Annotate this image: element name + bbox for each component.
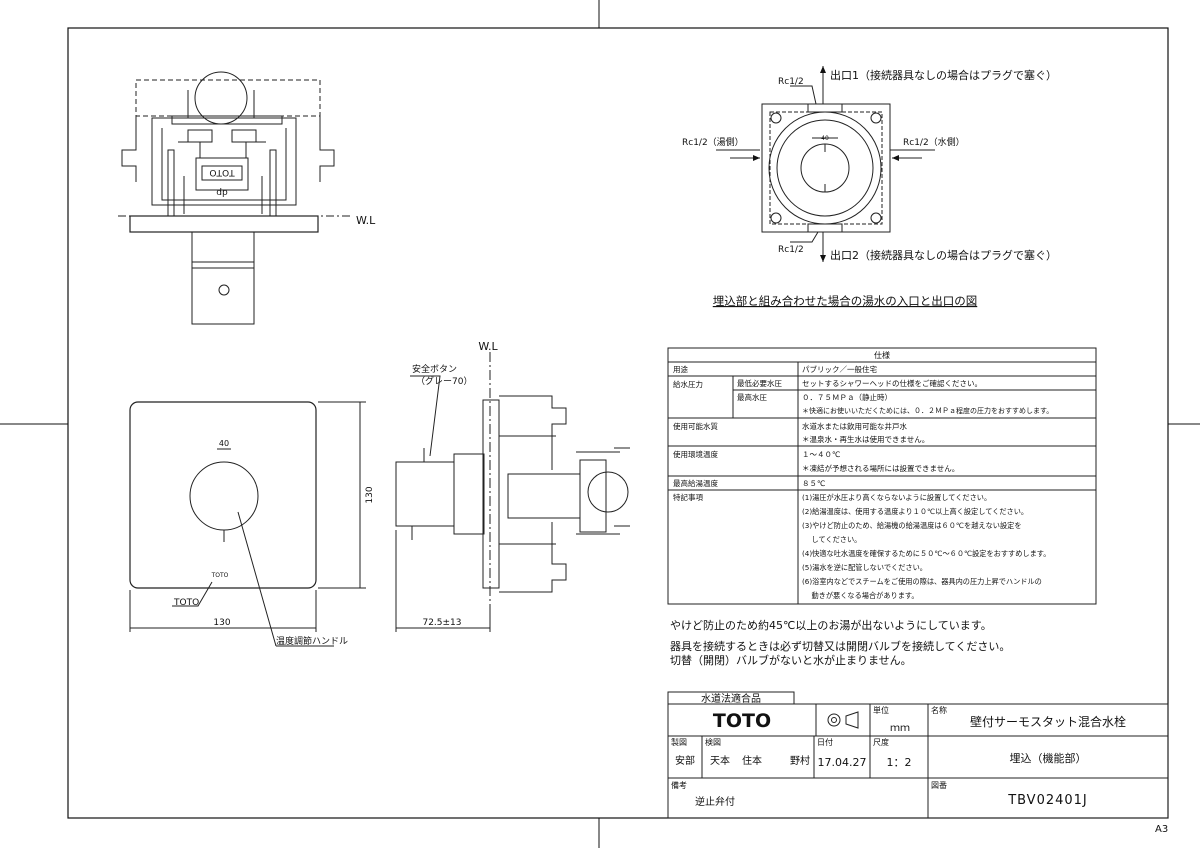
remarks-label: 備考 xyxy=(671,780,687,790)
spec-label: 特記事項 xyxy=(673,492,703,502)
date-label: 日付 xyxy=(817,737,833,747)
checked-label: 検図 xyxy=(705,737,721,747)
spec-value: ＊温泉水・再生水は使用できません。 xyxy=(802,434,929,444)
side-view xyxy=(395,352,630,632)
certification-label: 水道法適合品 xyxy=(701,692,761,705)
spec-table xyxy=(667,347,1097,605)
drawn-name: 安部 xyxy=(675,754,695,767)
spec-label: 使用環境温度 xyxy=(673,449,718,459)
spec-value: (5)湯水を逆に配管しないでください。 xyxy=(802,563,927,572)
dimension-width: 130 xyxy=(213,618,230,628)
scale-label: 尺度 xyxy=(873,737,889,747)
port-right-label: Rc1/2（水側） xyxy=(903,136,965,148)
spec-value: 水道水または飲用可能な井戸水 xyxy=(802,421,907,431)
spec-value: １～４０℃ xyxy=(802,450,840,459)
handle-leader-label: 温度調節ハンドル xyxy=(276,635,348,647)
port-diagram-caption: 埋込部と組み合わせた場合の湯水の入口と出口の図 xyxy=(713,294,978,308)
port-top-label: Rc1/2 xyxy=(778,77,804,87)
spec-value: (6)浴室内などでスチームをご使用の際は、器具内の圧力上昇でハンドルの xyxy=(802,577,1042,586)
spec-sublabel: 最高水圧 xyxy=(737,392,767,402)
unit-label: 単位 xyxy=(873,705,889,715)
note-scald: やけど防止のため約45℃以上のお湯が出ないようにしています。 xyxy=(670,618,992,632)
remarks-value: 逆止弁付 xyxy=(695,795,735,808)
checked-name-b: 住本 xyxy=(742,754,762,767)
product-name: 壁付サーモスタット混合水栓 xyxy=(970,714,1126,729)
drawn-label: 製図 xyxy=(671,737,687,747)
dial-mark-port: 40 xyxy=(821,135,829,142)
spec-value: (3)やけど防止のため、給湯機の給湯温度は６０℃を越えない設定を xyxy=(802,521,1022,530)
note-valve-2: 切替（開閉）バルブがないと水が止まりません。 xyxy=(670,653,912,667)
spec-value: 動きが悪くなる場合があります。 xyxy=(802,591,919,600)
checked-name-c: 野村 xyxy=(790,754,810,767)
port-bottom-label: Rc1/2 xyxy=(778,245,804,255)
spec-value: (2)給湯温度は、使用する温度より１０℃以上高く設定してください。 xyxy=(802,507,1028,516)
spec-value: セットするシャワーヘッドの仕様をご確認ください。 xyxy=(802,378,982,388)
water-line-label-side: W.L xyxy=(478,340,498,353)
sheet-size-label: A3 xyxy=(1155,824,1168,835)
spec-label: 用途 xyxy=(673,364,688,374)
spec-value: (4)快適な吐水温度を確保するために５０℃～６０℃設定をおすすめします。 xyxy=(802,549,1050,558)
front-dial-value: 40 xyxy=(219,439,229,448)
spec-value: してください。 xyxy=(802,535,861,544)
title-block xyxy=(667,691,1169,819)
toto-leader-label: TOTO xyxy=(173,598,199,608)
port-diagram xyxy=(716,66,935,262)
block-label-dp: dp xyxy=(216,187,228,197)
spec-value: (1)湯圧が水圧より高くならないように設置してください。 xyxy=(802,493,991,502)
title-brand-logo: TOTO xyxy=(713,710,771,732)
dimension-depth: 72.5±13 xyxy=(422,618,461,628)
spec-value: パブリック／一般住宅 xyxy=(802,364,877,374)
safety-button-color: （グレー70） xyxy=(416,375,472,387)
name-label: 名称 xyxy=(931,705,947,715)
drawing-number: TBV02401J xyxy=(1007,793,1088,808)
port-left-label: Rc1/2（湯側） xyxy=(682,136,744,148)
date-value: 17.04.27 xyxy=(818,756,867,769)
scale-value: 1：2 xyxy=(887,756,912,769)
spec-rows: 用途 パブリック／一般住宅 給水圧力 最低必要水圧 セットするシャワーヘッドの仕… xyxy=(673,364,1053,600)
water-line-label-top: W.L xyxy=(356,214,376,227)
safety-button-label: 安全ボタン xyxy=(412,363,457,375)
spec-value: ０．７５ＭＰａ（静止時） xyxy=(802,392,892,402)
spec-sublabel: 最低必要水圧 xyxy=(737,378,782,388)
body-front-view xyxy=(118,71,352,325)
dimension-height: 130 xyxy=(365,486,375,503)
spec-title: 仕様 xyxy=(874,350,890,360)
front-brand-mark: TOTO xyxy=(211,572,229,579)
note-valve: 器具を接続するときは必ず切替又は開閉バルブを接続してください。 xyxy=(670,639,1010,653)
spec-value: ＊凍結が予想される場所には設置できません。 xyxy=(802,463,959,473)
checked-name-a: 天本 xyxy=(710,754,730,767)
spec-label: 使用可能水質 xyxy=(673,421,718,431)
projection-symbol-icon xyxy=(827,711,859,729)
unit-value: ｍｍ xyxy=(890,723,910,734)
spec-label: 最高給湯温度 xyxy=(673,478,718,488)
product-subname: 埋込（機能部） xyxy=(1010,751,1087,765)
drawing-number-label: 図番 xyxy=(931,780,947,790)
front-view xyxy=(129,401,366,647)
spec-value: ＊快適にお使いいただくためには、０．２ＭＰａ程度の圧力をおすすめします。 xyxy=(802,406,1053,415)
outlet1-label: 出口1（接続器具なしの場合はプラグで塞ぐ） xyxy=(830,68,1057,82)
outlet2-label: 出口2（接続器具なしの場合はプラグで塞ぐ） xyxy=(830,248,1057,262)
spec-value: ８５℃ xyxy=(802,479,825,488)
spec-label: 給水圧力 xyxy=(673,379,703,389)
block-label-toto: TOTO xyxy=(209,167,235,177)
